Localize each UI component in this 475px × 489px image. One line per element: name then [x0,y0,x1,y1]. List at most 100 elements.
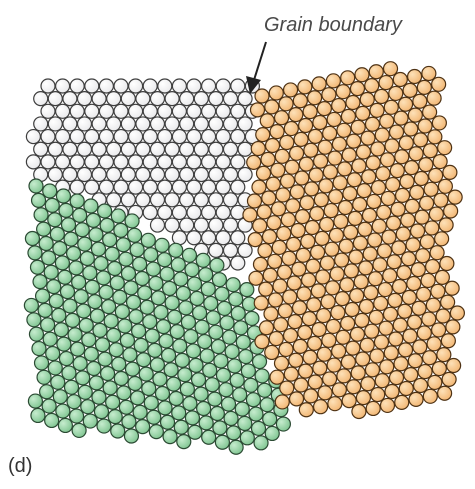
atom [143,79,157,93]
atom [116,238,130,252]
atom [399,97,413,111]
atom [178,368,192,382]
atom [167,377,181,391]
atom [272,240,286,254]
atom [399,382,413,396]
atom [231,306,245,320]
atom [264,307,278,321]
atom [338,201,352,215]
atom [238,117,252,131]
atom [60,285,74,299]
atom [224,193,238,207]
atom [172,130,186,144]
atom [252,421,266,435]
atom [402,252,416,266]
atom [151,117,165,131]
atom [387,216,401,230]
atom [411,263,425,277]
atom [354,275,368,289]
atom [123,348,137,362]
atom [41,318,55,332]
atom [324,204,338,218]
atom [313,115,327,129]
atom [381,191,395,205]
atom [299,157,313,171]
atom [422,66,436,80]
atom [159,334,173,348]
atom [263,268,277,282]
atom [269,293,283,307]
atom [308,129,322,143]
atom [180,382,194,396]
atom [143,155,157,169]
atom [213,421,227,435]
atom [278,304,292,318]
atom [293,301,307,315]
atom [114,372,128,386]
atom [187,155,201,169]
atom [351,120,365,134]
atom [235,402,249,416]
atom [53,390,67,404]
atom [209,218,223,232]
atom [231,231,245,245]
atom [408,108,422,122]
atom [200,349,214,363]
atom [356,106,370,120]
atom [288,315,302,329]
atom [38,303,52,317]
atom [334,214,348,228]
atom [346,96,360,110]
atom [394,357,408,371]
atom [391,202,405,216]
atom [238,243,252,257]
atom [48,142,62,156]
atom [172,79,186,93]
atom [338,162,352,176]
atom [180,142,194,156]
atom [249,407,263,421]
atom [49,294,63,308]
atom [401,213,415,227]
atom [281,174,295,188]
atom [327,112,341,126]
atom [397,266,411,280]
atom [229,440,243,454]
atom [217,301,231,315]
atom [341,355,355,369]
atom [136,117,150,131]
atom [32,193,46,207]
atom [259,321,273,335]
atom [224,411,238,425]
atom [383,307,397,321]
atom [185,263,199,277]
atom [50,227,64,241]
atom [444,204,458,218]
atom [253,219,267,233]
atom [99,104,113,118]
atom [343,187,357,201]
atom [27,313,41,327]
atom [375,374,389,388]
atom [121,193,135,207]
atom [125,214,139,228]
atom [146,262,160,276]
atom [142,382,156,396]
atom [316,270,330,284]
atom [410,185,424,199]
atom [374,296,388,310]
atom [404,122,418,136]
atom [280,135,294,149]
atom [62,218,76,232]
panel-label: (d) [8,455,32,478]
atom [271,163,285,177]
atom [299,403,313,417]
atom [400,175,414,189]
atom [287,237,301,251]
atom [141,233,155,247]
atom [75,223,89,237]
atom [157,320,171,334]
atom [414,133,428,147]
atom [208,392,222,406]
atom [265,426,279,440]
